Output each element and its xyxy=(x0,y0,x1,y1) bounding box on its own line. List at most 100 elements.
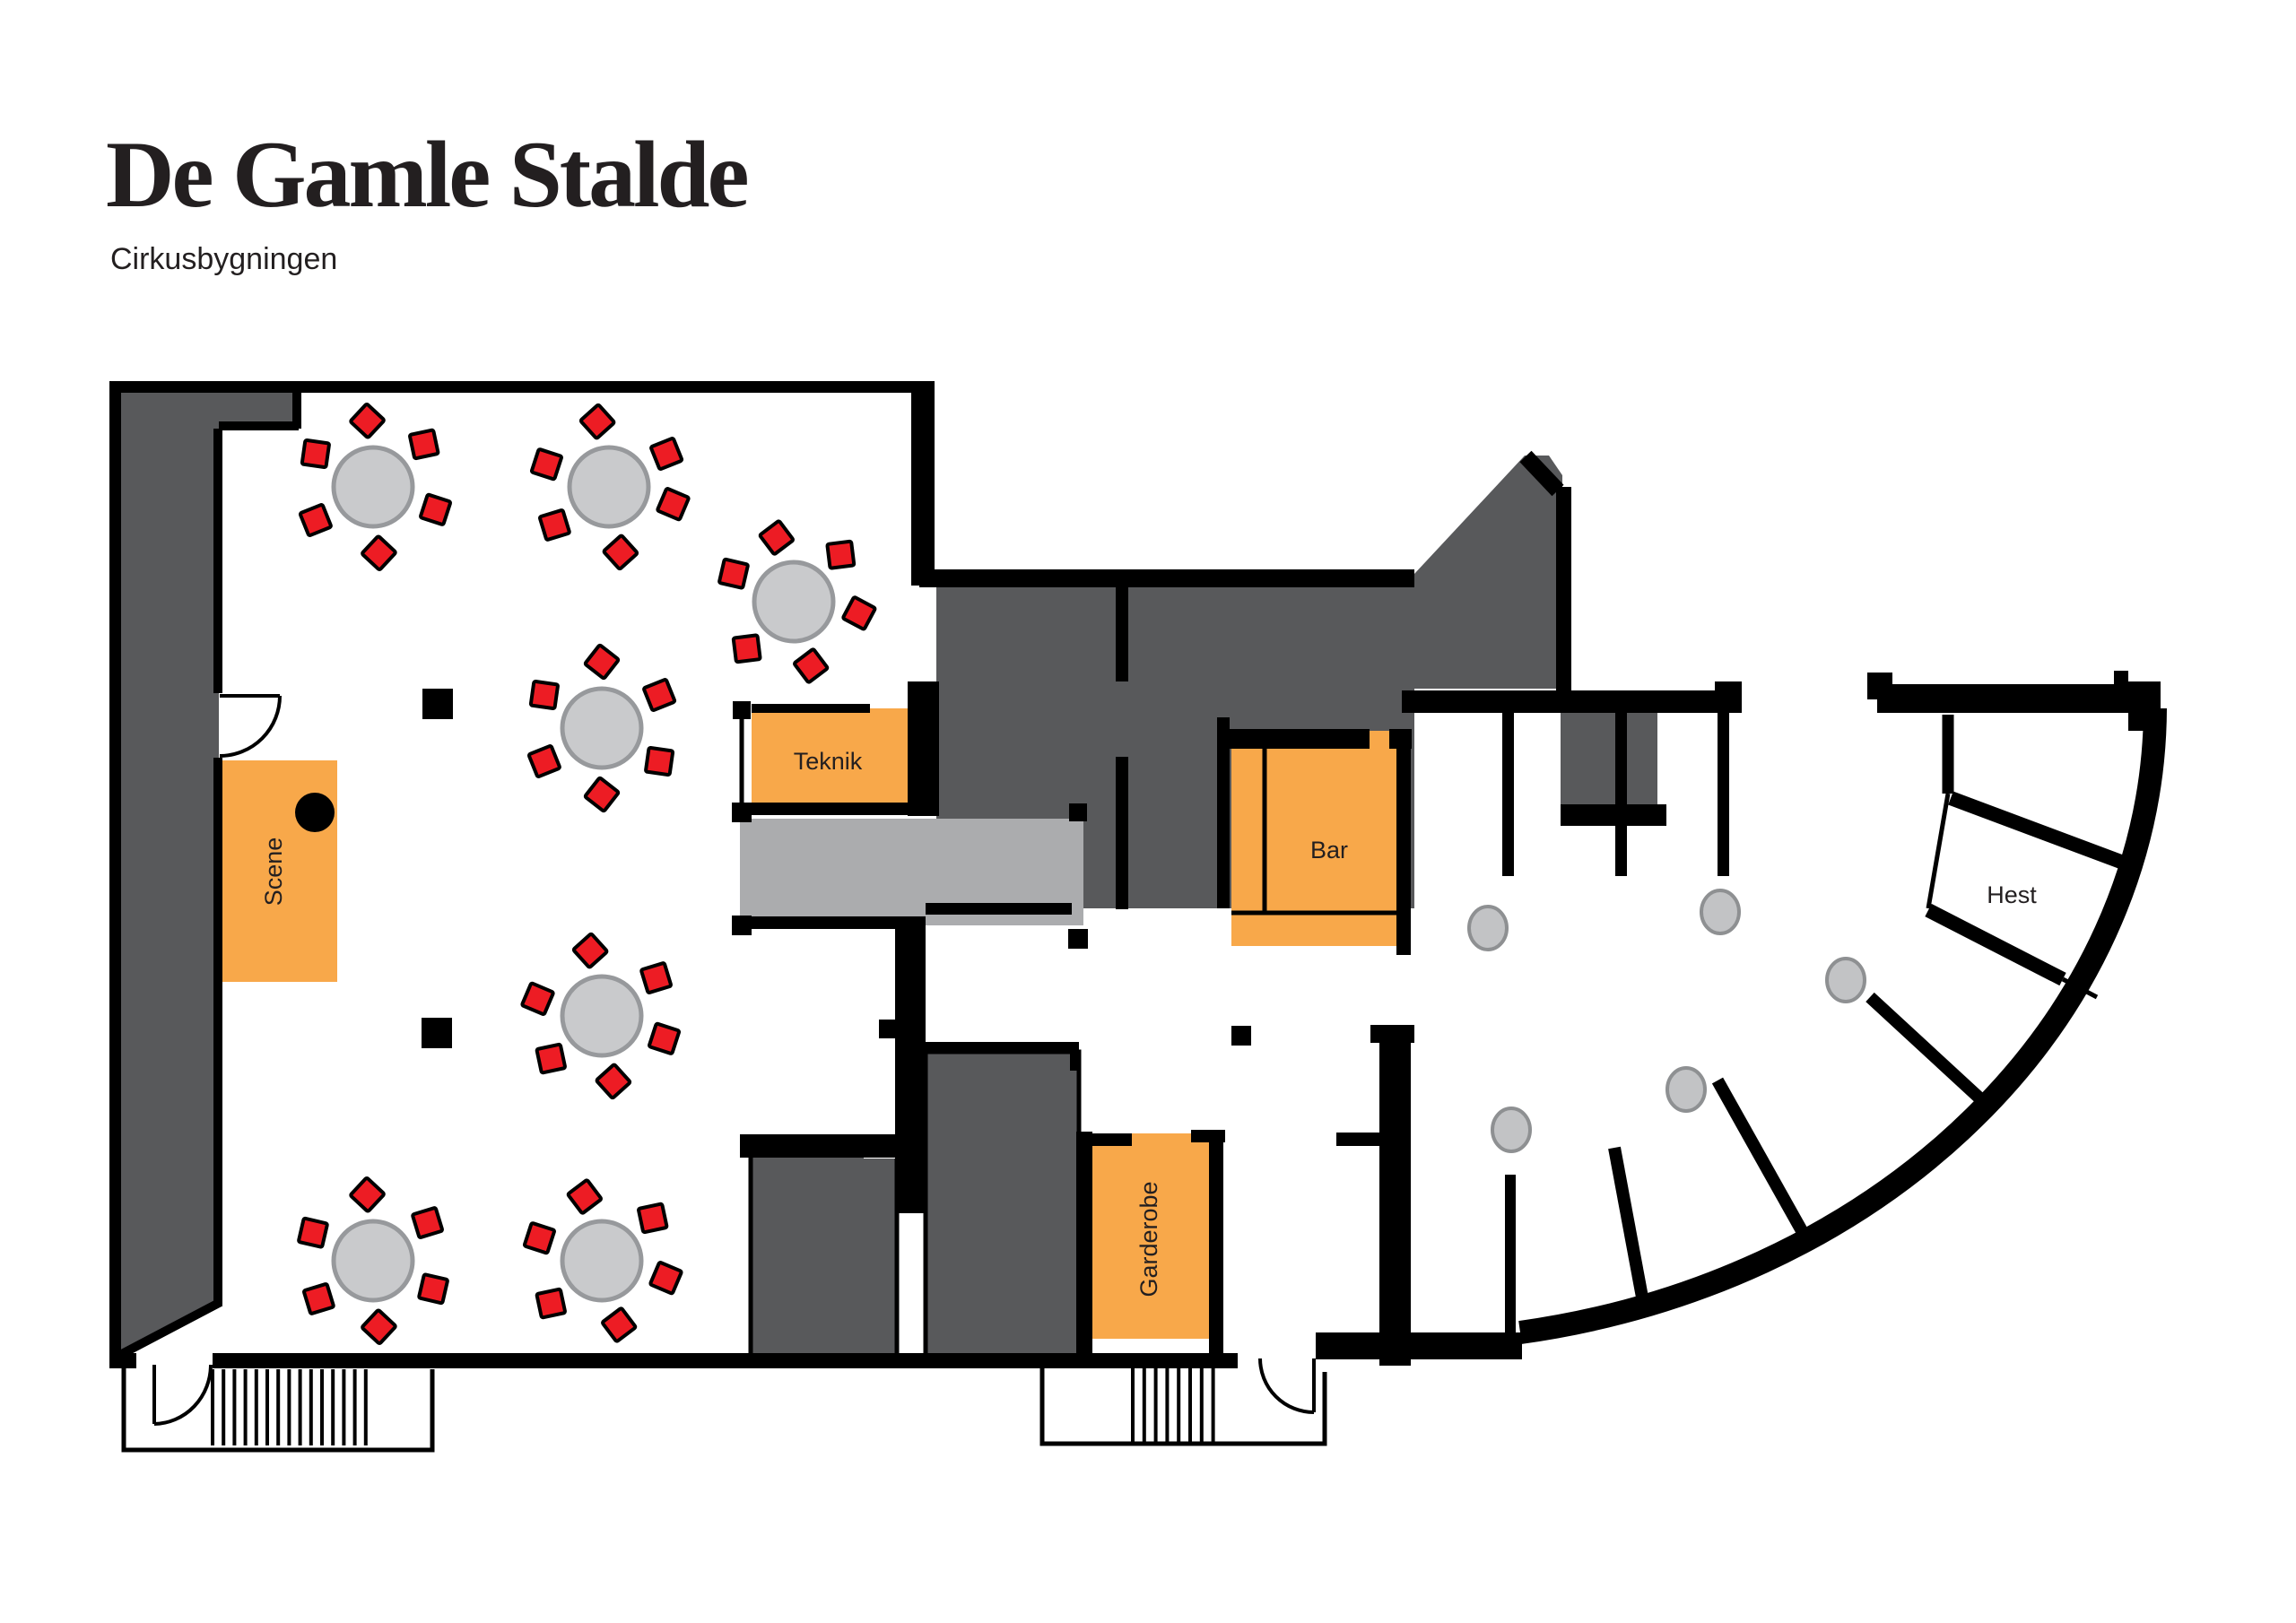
wall xyxy=(213,429,222,693)
chair xyxy=(566,1178,603,1215)
vestibule-outline-south xyxy=(1039,1367,1327,1446)
dark-band-left xyxy=(115,381,299,1358)
page-title: De Gamle Stalde xyxy=(106,122,747,227)
room-label-teknik: Teknik xyxy=(794,748,863,775)
pillars-layer xyxy=(1467,889,1866,1153)
wall xyxy=(1867,673,1892,699)
chair xyxy=(841,595,877,631)
hest-stall-top-wall xyxy=(1948,791,2128,871)
wall xyxy=(879,1020,895,1038)
column-post xyxy=(1069,803,1087,821)
wall xyxy=(109,1353,136,1368)
wall xyxy=(752,704,870,713)
chair xyxy=(298,503,333,537)
stall-partition xyxy=(1866,992,1989,1108)
room-label-bar: Bar xyxy=(1310,837,1348,864)
pillar xyxy=(1467,905,1509,951)
column-post xyxy=(732,803,752,822)
room-teknik xyxy=(752,708,908,809)
column-post xyxy=(1068,929,1088,949)
column-post xyxy=(1231,1026,1251,1046)
column-post xyxy=(732,916,752,935)
wall xyxy=(1370,1025,1414,1043)
wall xyxy=(1070,1042,1079,1071)
chair xyxy=(411,1206,444,1239)
wall xyxy=(1191,1130,1225,1142)
wall xyxy=(219,421,299,430)
chair xyxy=(644,746,675,777)
wall xyxy=(292,381,301,429)
chair xyxy=(639,961,673,994)
wall xyxy=(213,1353,1238,1368)
wall xyxy=(1116,587,1128,681)
vestibule-outline-west xyxy=(121,1365,435,1453)
wall xyxy=(751,916,895,929)
chair xyxy=(349,403,386,439)
chair xyxy=(825,539,857,570)
chair xyxy=(583,643,621,681)
wall xyxy=(740,1134,908,1158)
table-top xyxy=(331,445,415,529)
pillar xyxy=(1825,957,1866,1003)
wall xyxy=(926,903,1072,915)
wall xyxy=(1402,690,1742,713)
chair xyxy=(302,1282,335,1315)
wall xyxy=(1396,729,1411,955)
chair xyxy=(648,1261,683,1296)
wall-corner-cap xyxy=(1519,450,1564,497)
door-swing-arc xyxy=(1258,1358,1315,1414)
page-subtitle: Cirkusbygningen xyxy=(110,242,337,276)
wall-diagonal xyxy=(116,1298,223,1360)
table-top xyxy=(331,1219,415,1303)
column-post xyxy=(422,689,453,719)
wall xyxy=(895,916,926,1213)
wall xyxy=(109,381,121,1359)
table-top xyxy=(560,1219,644,1303)
stall-partition xyxy=(1502,713,1514,876)
wall xyxy=(1209,1137,1223,1357)
wall xyxy=(744,803,908,815)
hest-stall-bottom-wall xyxy=(1925,903,2066,986)
wall xyxy=(1116,757,1128,909)
wall xyxy=(1556,487,1571,690)
stall-partition xyxy=(1608,1146,1649,1304)
wall xyxy=(1561,804,1666,826)
chair xyxy=(793,647,830,684)
chair xyxy=(601,1306,638,1343)
chair xyxy=(361,1308,397,1345)
chair xyxy=(637,1202,669,1235)
wall xyxy=(1217,729,1370,749)
dark-east-room xyxy=(1561,713,1657,808)
wall xyxy=(1076,1132,1092,1357)
dining-table xyxy=(526,643,677,813)
table-top xyxy=(560,974,644,1058)
chair xyxy=(535,1042,567,1075)
wall xyxy=(908,681,939,816)
chair xyxy=(656,487,691,522)
table-top xyxy=(752,560,836,644)
chair xyxy=(642,678,677,712)
dining-table xyxy=(298,403,453,571)
walls xyxy=(109,381,2161,1368)
dark-room-south-b xyxy=(923,1049,1082,1359)
stall-partition xyxy=(1718,713,1729,876)
tables-layer xyxy=(297,403,877,1345)
door-swing-arc xyxy=(219,695,282,758)
chair xyxy=(538,508,571,542)
stall-partition-thin xyxy=(1926,793,1951,909)
chair xyxy=(535,1287,567,1320)
chair xyxy=(300,438,331,469)
dark-angled-room xyxy=(1402,456,1562,689)
chair xyxy=(419,492,453,526)
room-label-garderobe: Garderobe xyxy=(1135,1181,1162,1297)
chair xyxy=(718,557,750,590)
room-bar xyxy=(1231,731,1396,946)
table-top xyxy=(567,445,651,529)
wall xyxy=(2114,671,2128,713)
room-garderobe xyxy=(1092,1133,1209,1339)
chair xyxy=(520,981,555,1016)
table-top xyxy=(560,686,644,770)
wall xyxy=(1715,681,1742,713)
